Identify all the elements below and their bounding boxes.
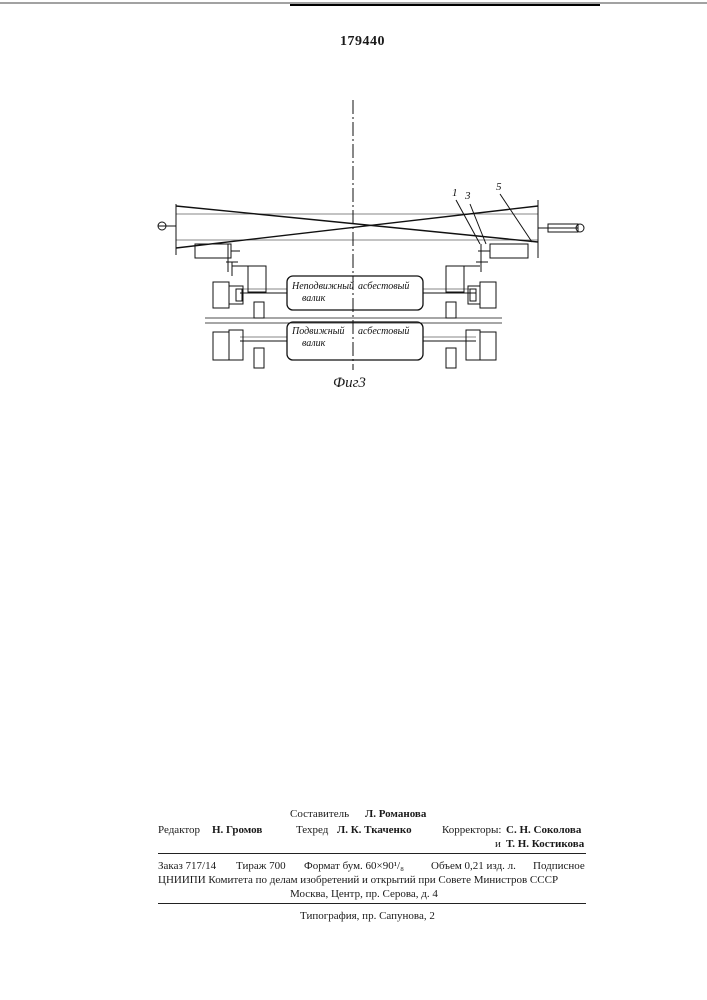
printer-divider — [158, 903, 586, 904]
imprint-run: Тираж 700 — [236, 860, 286, 872]
compiler-label: Составитель — [290, 808, 349, 820]
editor-name: Н. Громов — [212, 824, 262, 836]
compiler-name: Л. Романова — [365, 808, 426, 820]
printer-line: Типография, пр. Сапунова, 2 — [300, 910, 435, 922]
techred-name: Л. К. Ткаченко — [337, 824, 412, 836]
imprint-divider — [158, 853, 586, 854]
proofreader-and: и — [495, 838, 501, 850]
imprint-format: Формат бум. 60×90¹/₈ — [304, 860, 404, 872]
imprint-subscription: Подписное — [533, 860, 585, 872]
editor-label: Редактор — [158, 824, 200, 836]
proofreader-name-1: С. Н. Соколова — [506, 824, 581, 836]
imprint-volume: Объем 0,21 изд. л. — [431, 860, 516, 872]
imprint-publisher: ЦНИИПИ Комитета по делам изобретений и о… — [158, 874, 558, 886]
techred-label: Техред — [296, 824, 328, 836]
proofreader-name-2: Т. Н. Костикова — [506, 838, 584, 850]
imprint-order: Заказ 717/14 — [158, 860, 216, 872]
proofreaders-label: Корректоры: — [442, 824, 501, 836]
imprint-address: Москва, Центр, пр. Серова, д. 4 — [290, 888, 438, 900]
